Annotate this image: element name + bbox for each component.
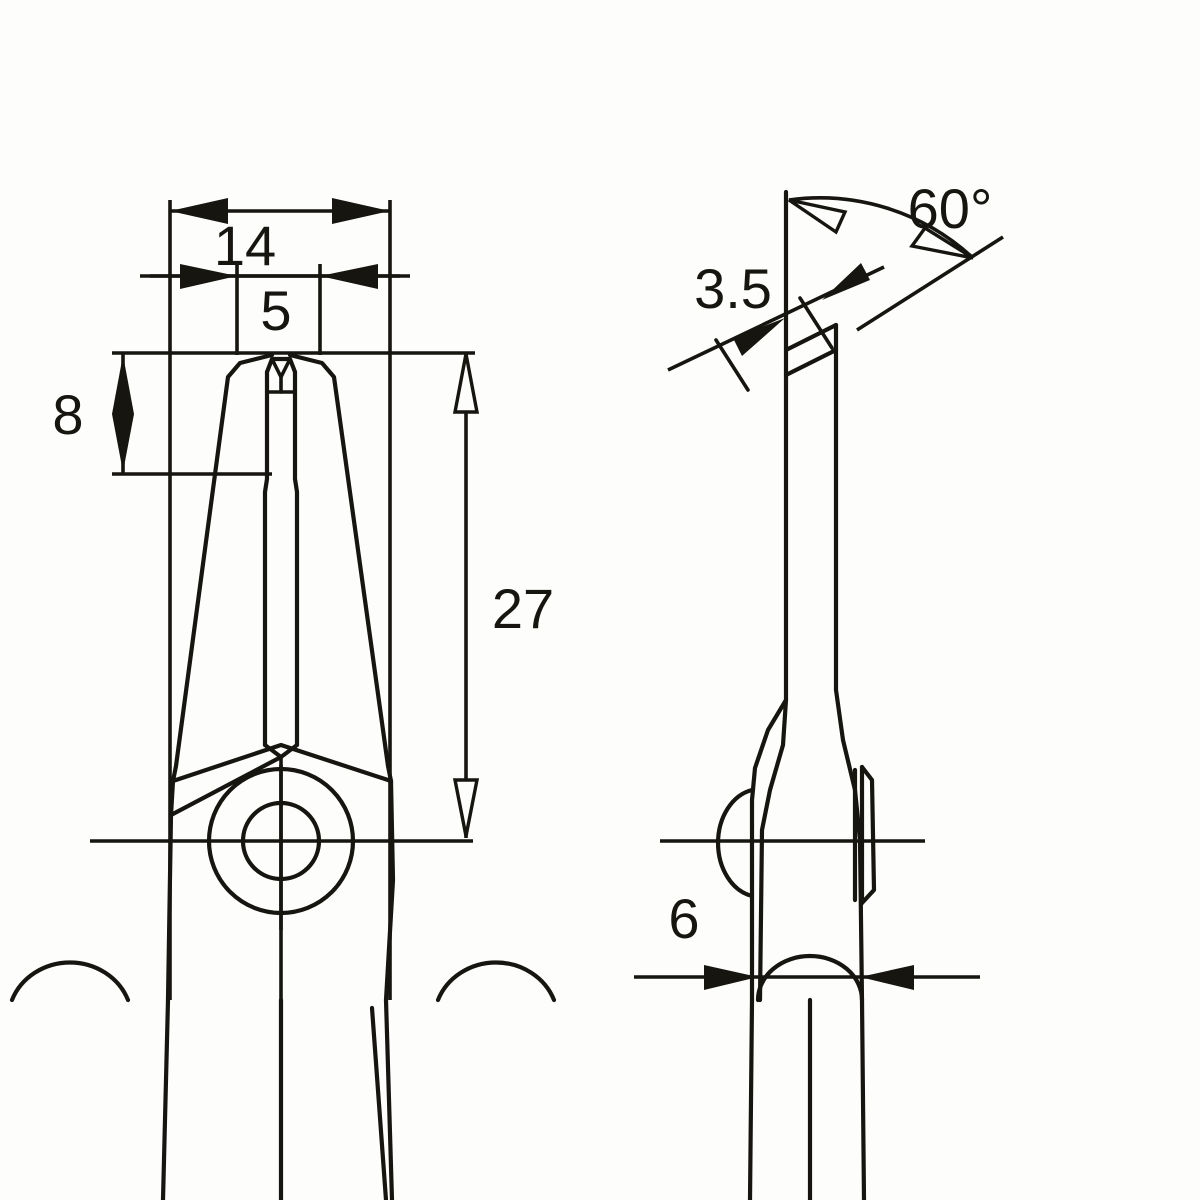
rivet-head-bulge [716, 787, 755, 899]
blade-chamfer-lower [783, 347, 839, 378]
dimension-label-27: 27 [492, 577, 554, 640]
handle-left-lower [160, 997, 171, 1200]
arrowhead-8-top [112, 355, 134, 414]
arrowhead-5-right [320, 264, 378, 289]
blade-chamfer-upper [783, 322, 839, 353]
boss-step-outer [859, 764, 877, 906]
handle-right-lower [383, 997, 395, 1200]
arrowhead-8-bottom [112, 414, 134, 472]
side-handle-arc [755, 953, 865, 1003]
arrowhead-60-end [909, 225, 974, 260]
dimension-6: 6 [634, 887, 980, 990]
dimension-label-60: 60° [908, 177, 993, 240]
dimension-14: 14 [170, 198, 390, 277]
dimension-label-6: 6 [668, 887, 699, 950]
slot-edge-right [292, 369, 300, 748]
jaw-outline-right [287, 352, 394, 784]
dimension-3-5: 3.5 [667, 257, 885, 392]
arrowhead-3-5-inner [733, 318, 785, 356]
arrowhead-6-right [860, 965, 914, 990]
slot-edge-left [262, 369, 270, 748]
slot-bottom-vee [262, 742, 300, 760]
arrowhead-14-left [170, 198, 228, 224]
arrowhead-5-left [180, 264, 237, 289]
boss-chamfer-lower-left [168, 754, 284, 818]
handle-front-shoulder [749, 697, 789, 803]
dimension-label-14: 14 [214, 214, 276, 277]
dimension-label-3-5: 3.5 [694, 257, 772, 320]
front-view: 14 5 8 27 [9, 198, 557, 1200]
side-handle-left-lower [747, 997, 755, 1200]
arrowhead-14-right [332, 198, 390, 224]
arrowhead-60-start [788, 198, 848, 235]
arrowhead-27-top [452, 353, 480, 414]
side-view: 60° 3.5 6 [634, 177, 1004, 1200]
dimension-label-8: 8 [52, 383, 83, 446]
handle-arc-left [9, 960, 131, 1003]
arrowhead-27-bottom [452, 778, 480, 837]
blade-edge-front [757, 189, 789, 1003]
dimension-5: 5 [150, 264, 410, 342]
dimension-label-5: 5 [260, 279, 291, 342]
dimension-arc-60 [788, 196, 975, 260]
dimension-8: 8 [52, 353, 134, 474]
handle-arc-right [435, 960, 557, 1003]
handle-outline-left [165, 778, 176, 1003]
boss-chamfer-upper [170, 742, 394, 784]
front-view-body [9, 352, 557, 1200]
side-handle-right-lower [859, 997, 867, 1200]
slot-top-cap [264, 356, 298, 375]
handle-outline-right [383, 778, 396, 1003]
side-view-body [716, 189, 877, 1200]
arrowhead-6-left [704, 965, 758, 990]
arrowhead-3-5-outer [822, 263, 870, 300]
tick-3-5-right [798, 296, 834, 350]
dimension-60: 60° [788, 177, 1004, 332]
dimension-27: 27 [452, 352, 554, 838]
handle-inner-lower [369, 1005, 389, 1200]
reference-ray-60 [856, 235, 1004, 332]
jaw-outline-left [170, 352, 275, 784]
tick-3-5-left [714, 338, 750, 392]
